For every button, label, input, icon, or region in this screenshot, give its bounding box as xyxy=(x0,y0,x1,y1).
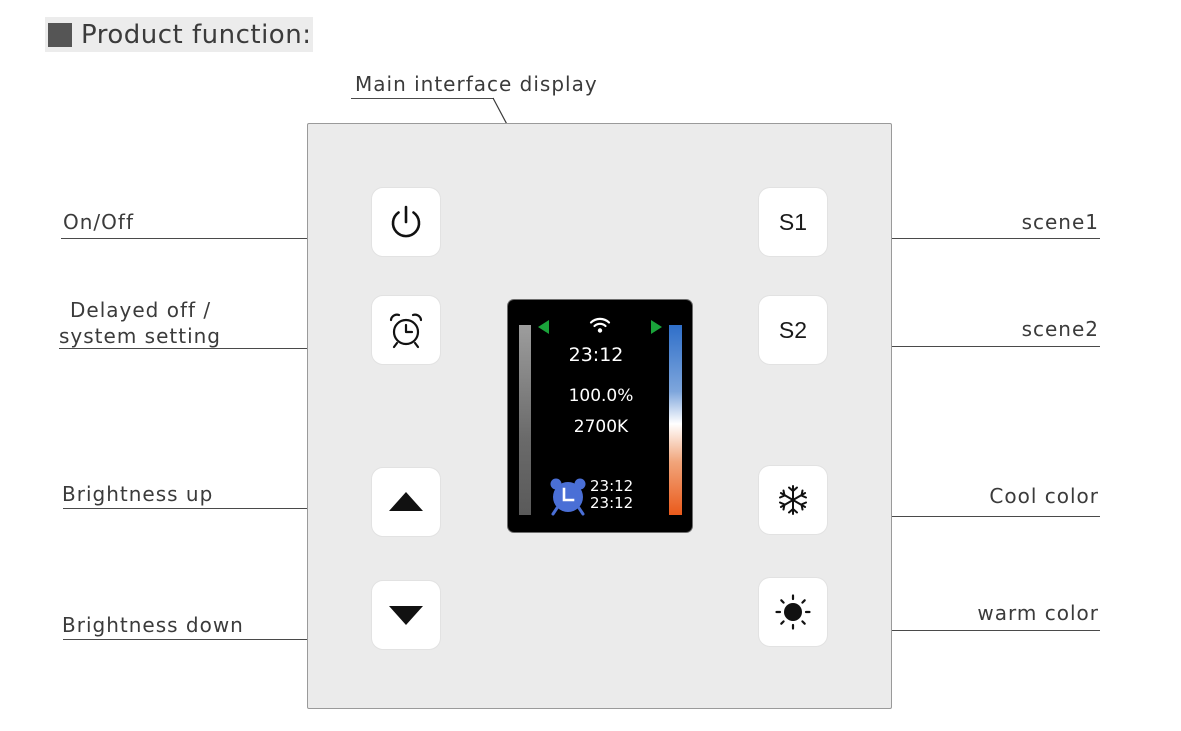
warm-color-button[interactable] xyxy=(759,578,827,646)
callout-warm-color: warm color xyxy=(977,601,1099,625)
leader-cool-color xyxy=(833,516,1100,517)
callout-scene1: scene1 xyxy=(1021,210,1099,234)
brightness-level-bar xyxy=(519,325,531,515)
timer-alarm-icon xyxy=(550,478,586,516)
leader-warm-color xyxy=(833,630,1100,631)
leader-on-off xyxy=(61,238,363,239)
color-temperature-bar xyxy=(669,325,682,515)
scene1-label: S1 xyxy=(778,208,808,235)
main-display-screen: 23:12 100.0% 2700K 23:12 23:12 xyxy=(508,300,692,532)
right-arrow-indicator-icon xyxy=(651,320,662,334)
snowflake-icon xyxy=(779,485,807,515)
callout-brightness-up: Brightness up xyxy=(62,482,214,506)
leader-scene2 xyxy=(833,346,1100,347)
callout-scene2: scene2 xyxy=(1021,317,1099,341)
callout-delayed-off-line2: system setting xyxy=(59,324,221,348)
scene2-label: S2 xyxy=(778,316,808,343)
display-color-temperature: 2700K xyxy=(573,417,629,437)
leader-main-display-underline xyxy=(351,98,494,99)
callout-on-off: On/Off xyxy=(63,210,134,234)
callout-cool-color: Cool color xyxy=(989,484,1099,508)
leader-delayed-off xyxy=(59,348,363,349)
section-title: Product function: xyxy=(81,19,312,50)
leader-brightness-up xyxy=(63,508,363,509)
leader-scene1 xyxy=(833,238,1100,239)
left-arrow-indicator-icon xyxy=(538,320,549,334)
callout-brightness-down: Brightness down xyxy=(62,613,244,637)
leader-brightness-down xyxy=(63,639,363,640)
callout-delayed-off-line1: Delayed off / xyxy=(70,298,212,322)
delayed-off-button[interactable] xyxy=(372,296,440,364)
triangle-up-icon xyxy=(389,492,423,511)
on-off-button[interactable] xyxy=(372,188,440,256)
brightness-down-button[interactable] xyxy=(372,581,440,649)
brightness-up-button[interactable] xyxy=(372,468,440,536)
triangle-down-icon xyxy=(389,606,423,625)
cool-color-button[interactable] xyxy=(759,466,827,534)
power-icon xyxy=(391,205,421,238)
callout-main-display: Main interface display xyxy=(355,72,598,96)
section-header: Product function: xyxy=(45,17,313,52)
section-marker xyxy=(48,22,72,47)
scene1-button[interactable]: S1 xyxy=(759,188,827,256)
display-timer-off: 23:12 xyxy=(590,494,634,512)
display-clock: 23:12 xyxy=(568,344,624,366)
alarm-clock-icon xyxy=(389,313,423,349)
scene2-button[interactable]: S2 xyxy=(759,296,827,364)
wifi-icon xyxy=(589,317,611,333)
display-brightness: 100.0% xyxy=(568,386,634,406)
display-timer-on: 23:12 xyxy=(590,477,634,495)
sun-icon xyxy=(775,594,811,630)
